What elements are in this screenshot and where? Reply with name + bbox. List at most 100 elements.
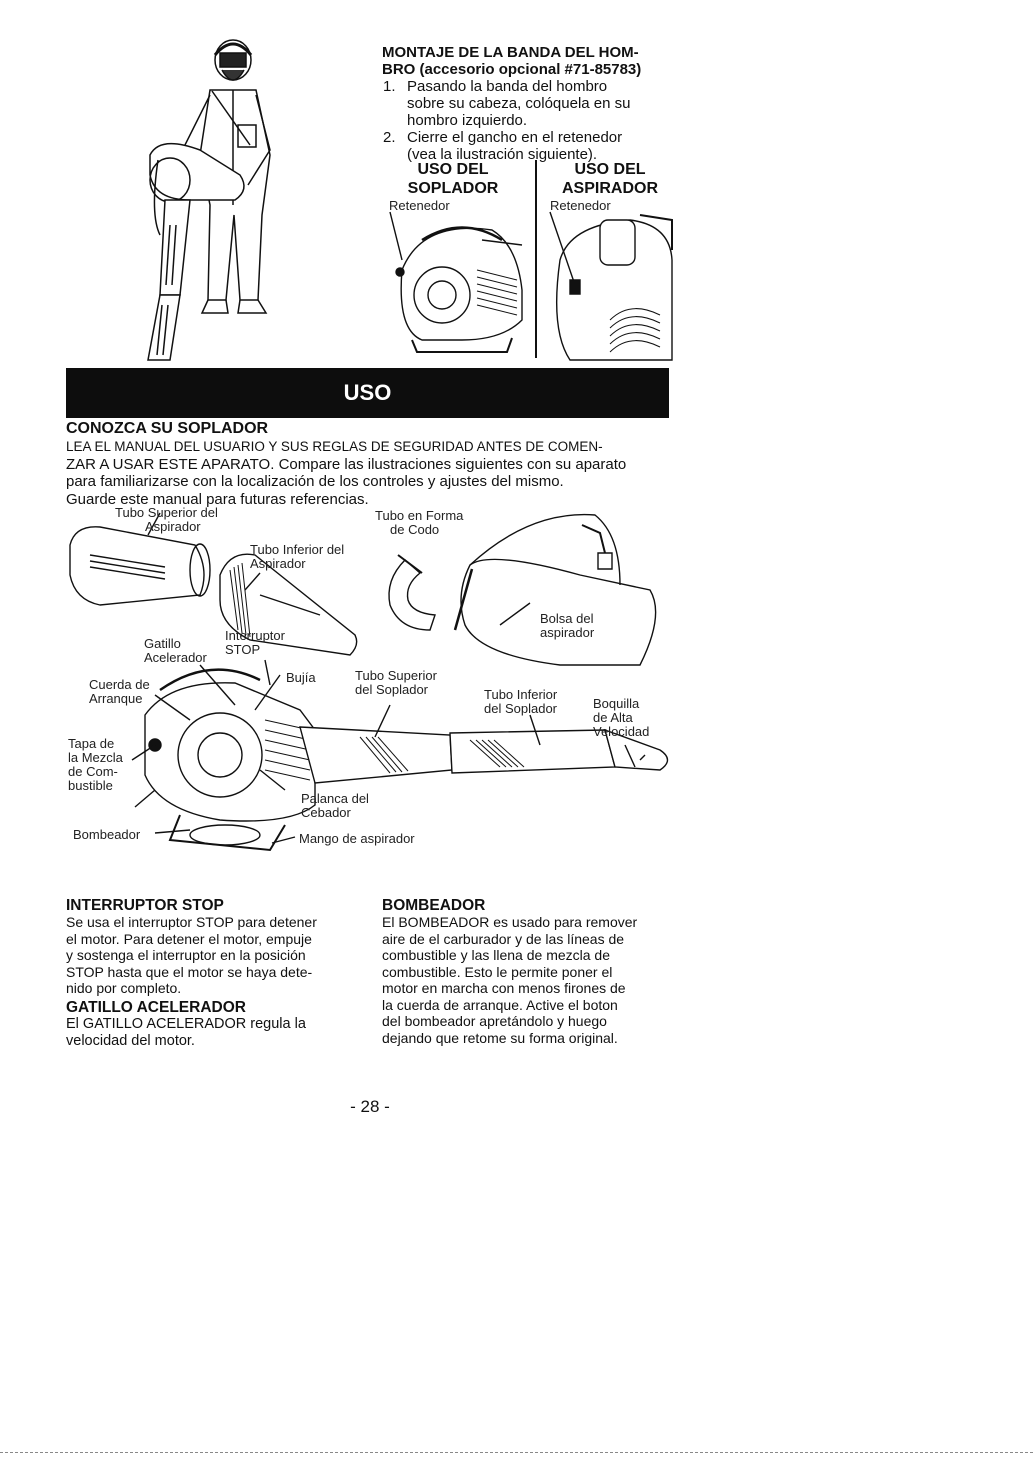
conozca-heading: CONOZCA SU SOPLADOR (66, 420, 269, 437)
label-line: la Mezcla (68, 750, 123, 765)
label-tubo-superior-aspirador: Tubo Superior del Aspirador (115, 506, 218, 534)
bombeador-section: BOMBEADOR El BOMBEADOR es usado para rem… (382, 897, 682, 1046)
label-line: de Codo (390, 522, 440, 537)
label-line: Aspirador (250, 556, 306, 571)
label-bujia: Bujía (286, 670, 316, 685)
label-line: del Soplador (355, 682, 428, 697)
montaje-step-1: 1. Pasando la banda del hombro sobre su … (383, 78, 683, 129)
body-line: y sostenga el interruptor en la posición (66, 947, 306, 963)
label-line: Palanca del (301, 791, 369, 806)
label-line: de Alta (593, 710, 633, 725)
conozca-body: LEA EL MANUAL DEL USUARIO Y SUS REGLAS D… (66, 438, 686, 508)
col-soplador-line2: SOPLADOR (407, 180, 499, 197)
gatillo-acelerador-body: El GATILLO ACELERADOR regula la velocida… (66, 1016, 366, 1050)
step-number: 2. (383, 129, 396, 146)
montaje-heading: MONTAJE DE LA BANDA DEL HOM- BRO (acceso… (382, 44, 682, 78)
label-line: Tubo en Forma (375, 508, 464, 523)
label-interruptor-stop: Interruptor STOP (225, 629, 285, 657)
col-aspirador-heading: USO DEL ASPIRADOR (545, 160, 675, 198)
label-line: Interruptor (225, 628, 285, 643)
body-line: motor en marcha con menos firones de (382, 980, 626, 996)
label-line: de Com- (68, 764, 118, 779)
label-tubo-inferior-aspirador: Tubo Inferior del Aspirador (250, 543, 344, 571)
label-line: Aspirador (145, 519, 201, 534)
label-line: Tubo Inferior (484, 687, 558, 702)
step-line: Cierre el gancho en el retenedor (407, 129, 623, 146)
label-tubo-superior-soplador: Tubo Superior del Soplador (355, 669, 437, 697)
step-line: sobre su cabeza, colóquela en su (407, 95, 631, 112)
body-line: nido por completo. (66, 980, 182, 996)
column-divider (535, 160, 537, 358)
label-bombeador: Bombeador (73, 827, 141, 842)
interruptor-stop-section: INTERRUPTOR STOP Se usa el interruptor S… (66, 897, 366, 1050)
label-line: Tapa de (68, 736, 115, 751)
label-line: Tubo Superior (355, 668, 437, 683)
label-line: Cuerda de (89, 677, 150, 692)
montaje-heading-line1: MONTAJE DE LA BANDA DEL HOM- (382, 44, 639, 61)
label-line: Boquilla (593, 696, 640, 711)
body-line: velocidad del motor. (66, 1032, 195, 1049)
label-line: Acelerador (144, 650, 207, 665)
label-boquilla-alta-velocidad: Boquilla de Alta Velocidad (593, 697, 649, 739)
gatillo-acelerador-heading: GATILLO ACELERADOR (66, 998, 246, 1016)
interruptor-stop-body: Se usa el interruptor STOP para detener … (66, 914, 366, 997)
step-line: hombro izquierdo. (407, 112, 528, 129)
step-number: 1. (383, 78, 396, 95)
body-line: la cuerda de arranque. Active el boton (382, 996, 618, 1013)
label-bolsa-aspirador: Bolsa del aspirador (540, 612, 594, 640)
body-line: STOP hasta que el motor se haya dete- (66, 963, 313, 980)
label-line: STOP (225, 642, 261, 657)
montaje-steps: 1. Pasando la banda del hombro sobre su … (383, 78, 683, 163)
col-soplador-heading: USO DEL SOPLADOR (378, 160, 528, 198)
body-line: combustible y las llena de mezcla de (382, 947, 611, 963)
label-line: bustible (68, 778, 113, 793)
conozca-line: Guarde este manual para futuras referenc… (66, 490, 369, 508)
body-line: Se usa el interruptor STOP para detener (66, 914, 317, 930)
retenedor-left-label: Retenedor (389, 198, 450, 213)
interruptor-stop-heading: INTERRUPTOR STOP (66, 897, 224, 914)
bombeador-heading: BOMBEADOR (382, 897, 486, 914)
montaje-step-2: 2. Cierre el gancho en el retenedor (vea… (383, 129, 683, 163)
body-line: dejando que retome su forma original. (382, 1029, 618, 1046)
body-line: aire de el carburador y de las líneas de (382, 930, 625, 947)
step-line: Pasando la banda del hombro (407, 78, 608, 95)
col-aspirador-line2: ASPIRADOR (561, 180, 658, 197)
section-band-uso: USO (66, 368, 669, 418)
label-gatillo-acelerador: Gatillo Acelerador (144, 637, 207, 665)
label-palanca-cebador: Palanca del Cebador (301, 792, 369, 820)
conozca-line: LEA EL MANUAL DEL USUARIO Y SUS REGLAS D… (66, 439, 603, 454)
body-line: El GATILLO ACELERADOR regula la (66, 1015, 306, 1032)
soplador-retainer-illustration (382, 210, 532, 360)
col-aspirador-line1: USO DEL (574, 161, 646, 178)
label-line: Arranque (89, 691, 143, 706)
body-line: del bombeador apretándolo y huego (382, 1013, 607, 1029)
page-bottom-rule (0, 1452, 1033, 1453)
bombeador-body: El BOMBEADOR es usado para remover aire … (382, 914, 682, 1046)
label-line: Cebador (301, 805, 351, 820)
body-line: el motor. Para detener el motor, empuje (66, 930, 312, 947)
label-line: Tubo Inferior del (250, 542, 345, 557)
operator-illustration (130, 35, 280, 365)
label-line: Gatillo (144, 636, 181, 651)
label-line: aspirador (540, 625, 595, 640)
label-line: del Soplador (484, 701, 557, 716)
label-cuerda-arranque: Cuerda de Arranque (89, 678, 150, 706)
retenedor-right-label: Retenedor (550, 198, 611, 213)
label-tubo-codo: Tubo en Forma de Codo (375, 509, 463, 537)
aspirador-retainer-illustration (540, 210, 675, 365)
page-number: - 28 - (350, 1097, 390, 1116)
body-line: El BOMBEADOR es usado para remover (382, 914, 638, 930)
label-line: Velocidad (593, 724, 650, 739)
label-tubo-inferior-soplador: Tubo Inferior del Soplador (484, 688, 557, 716)
label-tapa-mezcla-combustible: Tapa de la Mezcla de Com- bustible (68, 737, 123, 793)
conozca-line: ZAR A USAR ESTE APARATO. Compare las ilu… (66, 455, 627, 473)
body-line: combustible. Esto le permite poner el (382, 963, 613, 980)
parts-diagram (60, 505, 680, 865)
label-line: Bolsa del (540, 611, 594, 626)
col-soplador-line1: USO DEL (417, 161, 489, 178)
conozca-line: para familiarizarse con la localización … (66, 473, 564, 490)
step-line: (vea la ilustración siguiente). (407, 146, 598, 163)
label-mango-aspirador: Mango de aspirador (299, 831, 415, 846)
label-line: Tubo Superior del (115, 505, 218, 520)
montaje-heading-line2: BRO (accesorio opcional #71-85783) (382, 61, 642, 78)
